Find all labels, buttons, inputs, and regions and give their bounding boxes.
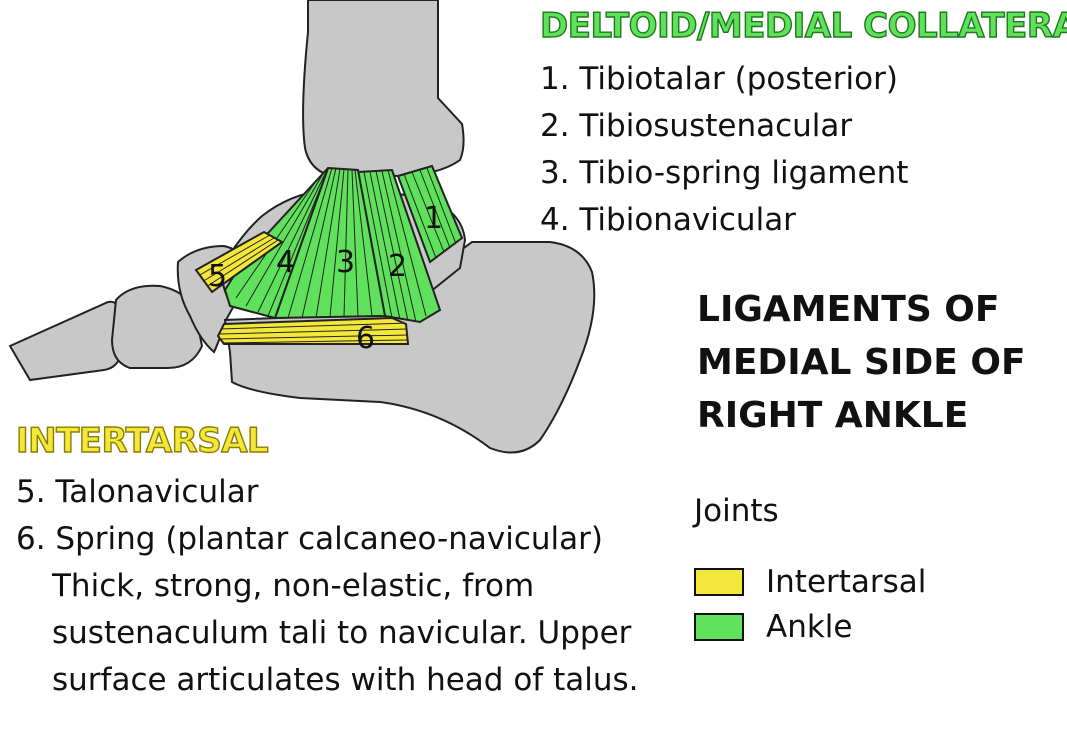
deltoid-heading: DELTOID/MEDIAL COLLATERAL — [540, 6, 1067, 46]
ligament-1-number: 1 — [424, 201, 443, 236]
intertarsal-heading: INTERTARSAL — [16, 421, 268, 461]
title-line: MEDIAL SIDE OF — [697, 336, 1026, 389]
legend-swatch-intertarsal — [694, 568, 744, 596]
intertarsal-ligament-list: 5. Talonavicular 6. Spring (plantar calc… — [16, 469, 603, 563]
legend-item-ankle: Ankle — [694, 610, 853, 644]
legend-label: Ankle — [766, 609, 853, 645]
ligament-6-number: 6 — [356, 321, 375, 356]
deltoid-list-item: 1. Tibiotalar (posterior) — [540, 56, 908, 103]
legend-item-intertarsal: Intertarsal — [694, 565, 926, 599]
ligament-5-number: 5 — [208, 259, 227, 294]
title-line: RIGHT ANKLE — [697, 389, 1026, 442]
ligament-2-number: 2 — [388, 249, 407, 284]
deltoid-list-item: 3. Tibio-spring ligament — [540, 150, 908, 197]
deltoid-ligament-list: 1. Tibiotalar (posterior) 2. Tibiosusten… — [540, 56, 908, 244]
ligament-3-number: 3 — [336, 245, 355, 280]
intertarsal-list-item: 6. Spring (plantar calcaneo-navicular) — [16, 516, 603, 563]
legend-label: Intertarsal — [766, 564, 926, 600]
diagram-title: LIGAMENTS OF MEDIAL SIDE OF RIGHT ANKLE — [697, 283, 1026, 442]
ligament-4-number: 4 — [276, 245, 295, 280]
deltoid-list-item: 4. Tibionavicular — [540, 197, 908, 244]
tibia-bone — [303, 0, 464, 178]
spring-ligament-description: Thick, strong, non-elastic, from sustena… — [52, 563, 692, 704]
title-line: LIGAMENTS OF — [697, 283, 1026, 336]
intertarsal-list-item: 5. Talonavicular — [16, 469, 603, 516]
deltoid-list-item: 2. Tibiosustenacular — [540, 103, 908, 150]
legend-swatch-ankle — [694, 613, 744, 641]
metatarsal-bone — [10, 302, 122, 380]
legend-title: Joints — [694, 493, 779, 529]
